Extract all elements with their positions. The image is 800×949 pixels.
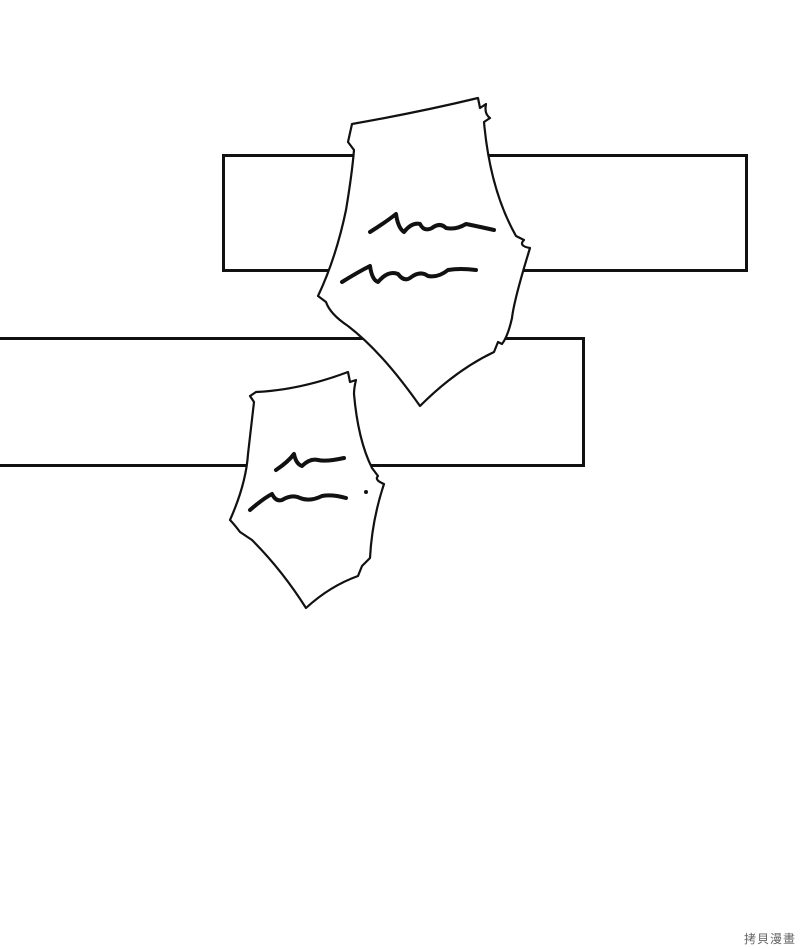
speech-bubble-small [228,370,386,610]
scribble-text-icon [340,264,478,284]
watermark: 拷貝漫畫 [743,932,796,946]
scribble-dot [364,490,368,494]
speech-bubble-large [316,96,532,408]
spiky-speech-bubble-icon [316,96,532,408]
scribble-text-icon [248,492,348,512]
spiky-speech-bubble-icon [228,370,386,610]
scribble-text-icon [368,212,496,234]
scribble-text-icon [274,452,346,472]
